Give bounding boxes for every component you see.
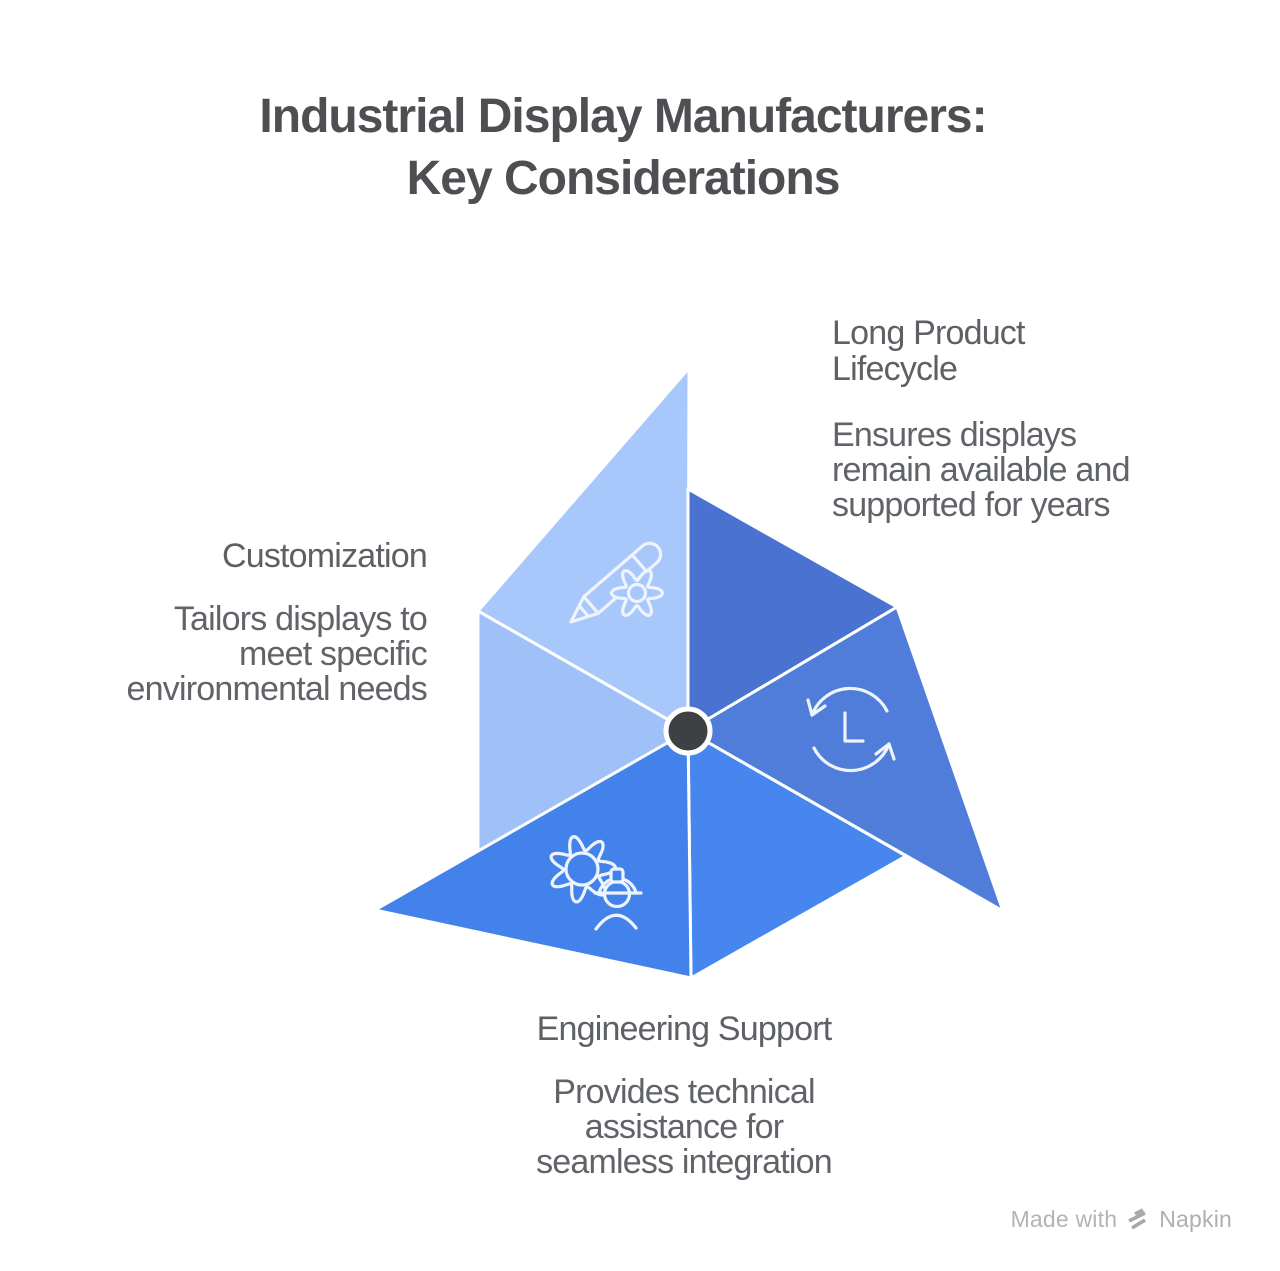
segment-label-long-product-lifecycle: Long Product Lifecycle Ensures displays … [832, 315, 1192, 523]
segment-label-customization: Customization Tailors displays to meet s… [0, 537, 428, 708]
segment-body: Ensures displays remain available and su… [832, 416, 1131, 524]
segment-heading: Customization [221, 537, 428, 575]
page-title: Industrial Display Manufacturers: Key Co… [259, 90, 987, 205]
segment-heading: Long Product Lifecycle [832, 314, 1025, 388]
segment-heading: Engineering Support [536, 1010, 833, 1048]
napkin-brand-text: Napkin [1159, 1206, 1232, 1232]
clock-cycle-icon [806, 686, 896, 773]
segment-label-engineering-support: Engineering Support Provides technical a… [504, 1011, 864, 1180]
pencil-gear-icon [569, 541, 665, 624]
segment-body: Tailors displays to meet specific enviro… [126, 600, 428, 708]
napkin-logo-icon [1128, 1207, 1147, 1230]
made-with-text: Made with [1010, 1206, 1118, 1232]
hub-circle [663, 706, 713, 756]
gear-engineer-icon [549, 835, 643, 931]
segment-body: Provides technical assistance for seamle… [536, 1073, 833, 1181]
made-with-napkin-watermark: Made with Napkin [1011, 1206, 1232, 1233]
